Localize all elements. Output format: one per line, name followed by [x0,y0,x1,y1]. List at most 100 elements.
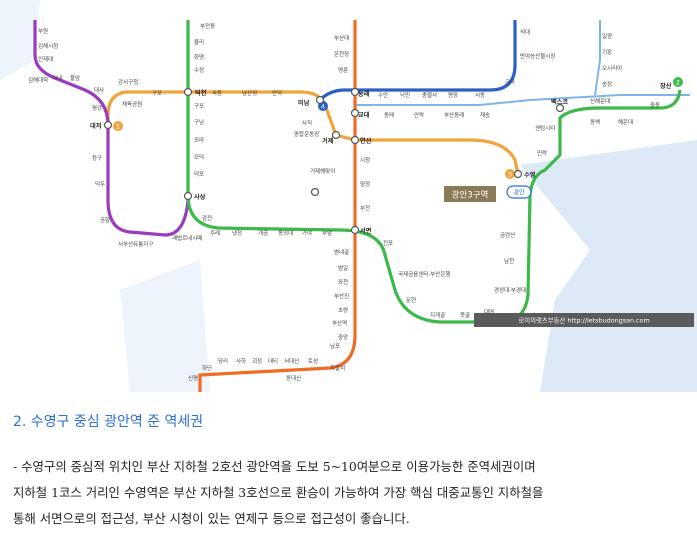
label-station: 동의대 [278,229,293,237]
label-station: 교대 [358,111,370,119]
station-gyodae-marker[interactable] [350,108,360,118]
donghae-line [355,94,690,106]
website-watermark: 로이의렛츠부동산 http://letsbudongsan.com [518,316,649,325]
line3-east [355,138,520,175]
station-dongnae-marker[interactable] [350,87,360,97]
label-station: 부산동래 [444,111,464,119]
label-station: 온천장 [334,50,349,58]
label-station: 자갈치 [330,364,345,372]
label-station: 덕두 [95,181,105,188]
station-yeonsan-marker[interactable] [350,135,360,145]
label-station: 평강 [92,105,102,112]
label-station: 강서구청 [118,78,138,86]
label-station: 남포 [330,342,340,350]
label-station: 민락 [537,149,547,157]
label-station: 율리 [194,38,204,46]
label-station: 토성 [308,357,318,365]
label-station: 문현 [406,296,416,304]
line2-badge: 2 [673,77,683,87]
line1 [198,20,357,392]
label-station: 사상 [194,193,206,201]
label-station: 부전동 [200,22,215,30]
station-labels: 부전동 율리 화명 수정 덕천 구포 구남 모라 모덕 덕포 사상 감전 주례 … [28,22,672,382]
label-station: 거제해맞이 [310,167,335,175]
label-station: 부산진 [334,292,349,300]
line1-badge: 1 [113,121,123,131]
label-station: 동래 [384,111,394,119]
subway-map-svg: 2 4 1 3 광안 광안3구역 로이의렛츠부동산 http://letsbud… [0,0,697,392]
label-station: 대저 [90,122,102,130]
article-heading: 2. 수영구 중심 광안역 준 역세권 [13,414,204,430]
label-station: 센텀시티 [535,124,555,132]
label-station: 대티 [268,357,278,365]
label-station: 낙민 [400,91,410,99]
label-station: 남천 [504,257,514,265]
station-bexco-marker[interactable] [555,103,565,113]
label-station: 구남 [194,118,204,126]
station-minam-marker[interactable] [315,95,325,105]
label-station: 기장 [602,48,612,56]
label-station: 중동 [650,102,660,109]
label-station: 숙등 [212,89,222,97]
bgl-line [33,20,190,237]
article-line: - 수영구의 중심적 위치인 부산 지하철 2호선 광안역을 도보 5~10여분… [13,459,536,474]
label-station: 서부산유통지구 [118,240,153,248]
label-station: 덕천 [195,89,207,97]
label-station: 수안 [378,92,388,99]
label-station: 등구 [92,155,102,162]
gwangan-3-badge-bg [444,186,496,202]
label-station: 시청 [360,157,370,164]
label-station: 만덕 [272,89,282,97]
label-station: 충렬사 [422,91,437,99]
station-sasang-marker[interactable] [183,191,193,201]
label-station: 못골 [460,312,470,319]
label-station: 서면 [360,227,372,235]
label-station: 미남 [298,99,310,107]
label-station: 재송 [480,111,490,119]
station-geoje-marker[interactable] [331,130,341,140]
article-body: - 수영구의 중심적 위치인 부산 지하철 2호선 광안역을 도보 5~10여분… [13,454,689,532]
label-station: 부산대 [334,34,349,42]
label-station: 전포 [383,239,393,247]
label-station: 가야 [302,229,312,237]
label-station: 범내골 [334,248,349,256]
label-station: 범일 [338,264,348,272]
website-watermark-bg [474,313,694,327]
label-station: 대사 [94,86,104,94]
station-deokcheon-marker[interactable] [183,87,193,97]
station-seomyeon-marker[interactable] [350,225,360,235]
label-station: 남산정 [242,89,257,97]
label-station: 금사 [505,78,515,86]
label-station: 동백 [590,118,600,126]
label-station: 김해시청 [38,42,58,50]
subway-map: 2 4 1 3 광안 광안3구역 로이의렛츠부동산 http://letsbud… [0,0,697,392]
label-station: 지내 [52,74,62,82]
line2-badge-text: 2 [676,79,680,87]
line3-badge: 3 [505,169,515,179]
gwangan-highlight-pill[interactable] [506,185,532,199]
station-daejeo-marker[interactable] [103,120,113,130]
label-station: 사직 [302,119,312,127]
gwangan-station-label: 광안 [513,189,525,197]
label-station: 국제금융센터·부산은행 [398,270,450,278]
label-station: 괴정 [252,357,262,365]
label-station: 공항 [100,216,110,224]
label-station: 덕포 [194,171,204,178]
station-bujeon-marker[interactable] [310,187,320,197]
station-markers [103,87,565,235]
label-station: 송정 [602,80,612,88]
label-station: 괘법르네시떼 [172,234,202,242]
label-station: 화명 [194,54,204,61]
sea-area [520,140,697,392]
label-station: 대연 [484,308,494,316]
label-station: 개금 [258,229,268,237]
label-station: 좌천 [338,278,348,286]
river-area [0,0,40,80]
label-station: 거제 [322,137,334,145]
label-station: 금련산 [500,231,515,239]
label-station: 중앙 [338,333,348,341]
label-station: 냉정 [232,229,242,237]
label-station: 부산역 [332,319,347,327]
station-suyeong-marker[interactable] [513,169,523,179]
label-station: 장산 [660,82,672,90]
